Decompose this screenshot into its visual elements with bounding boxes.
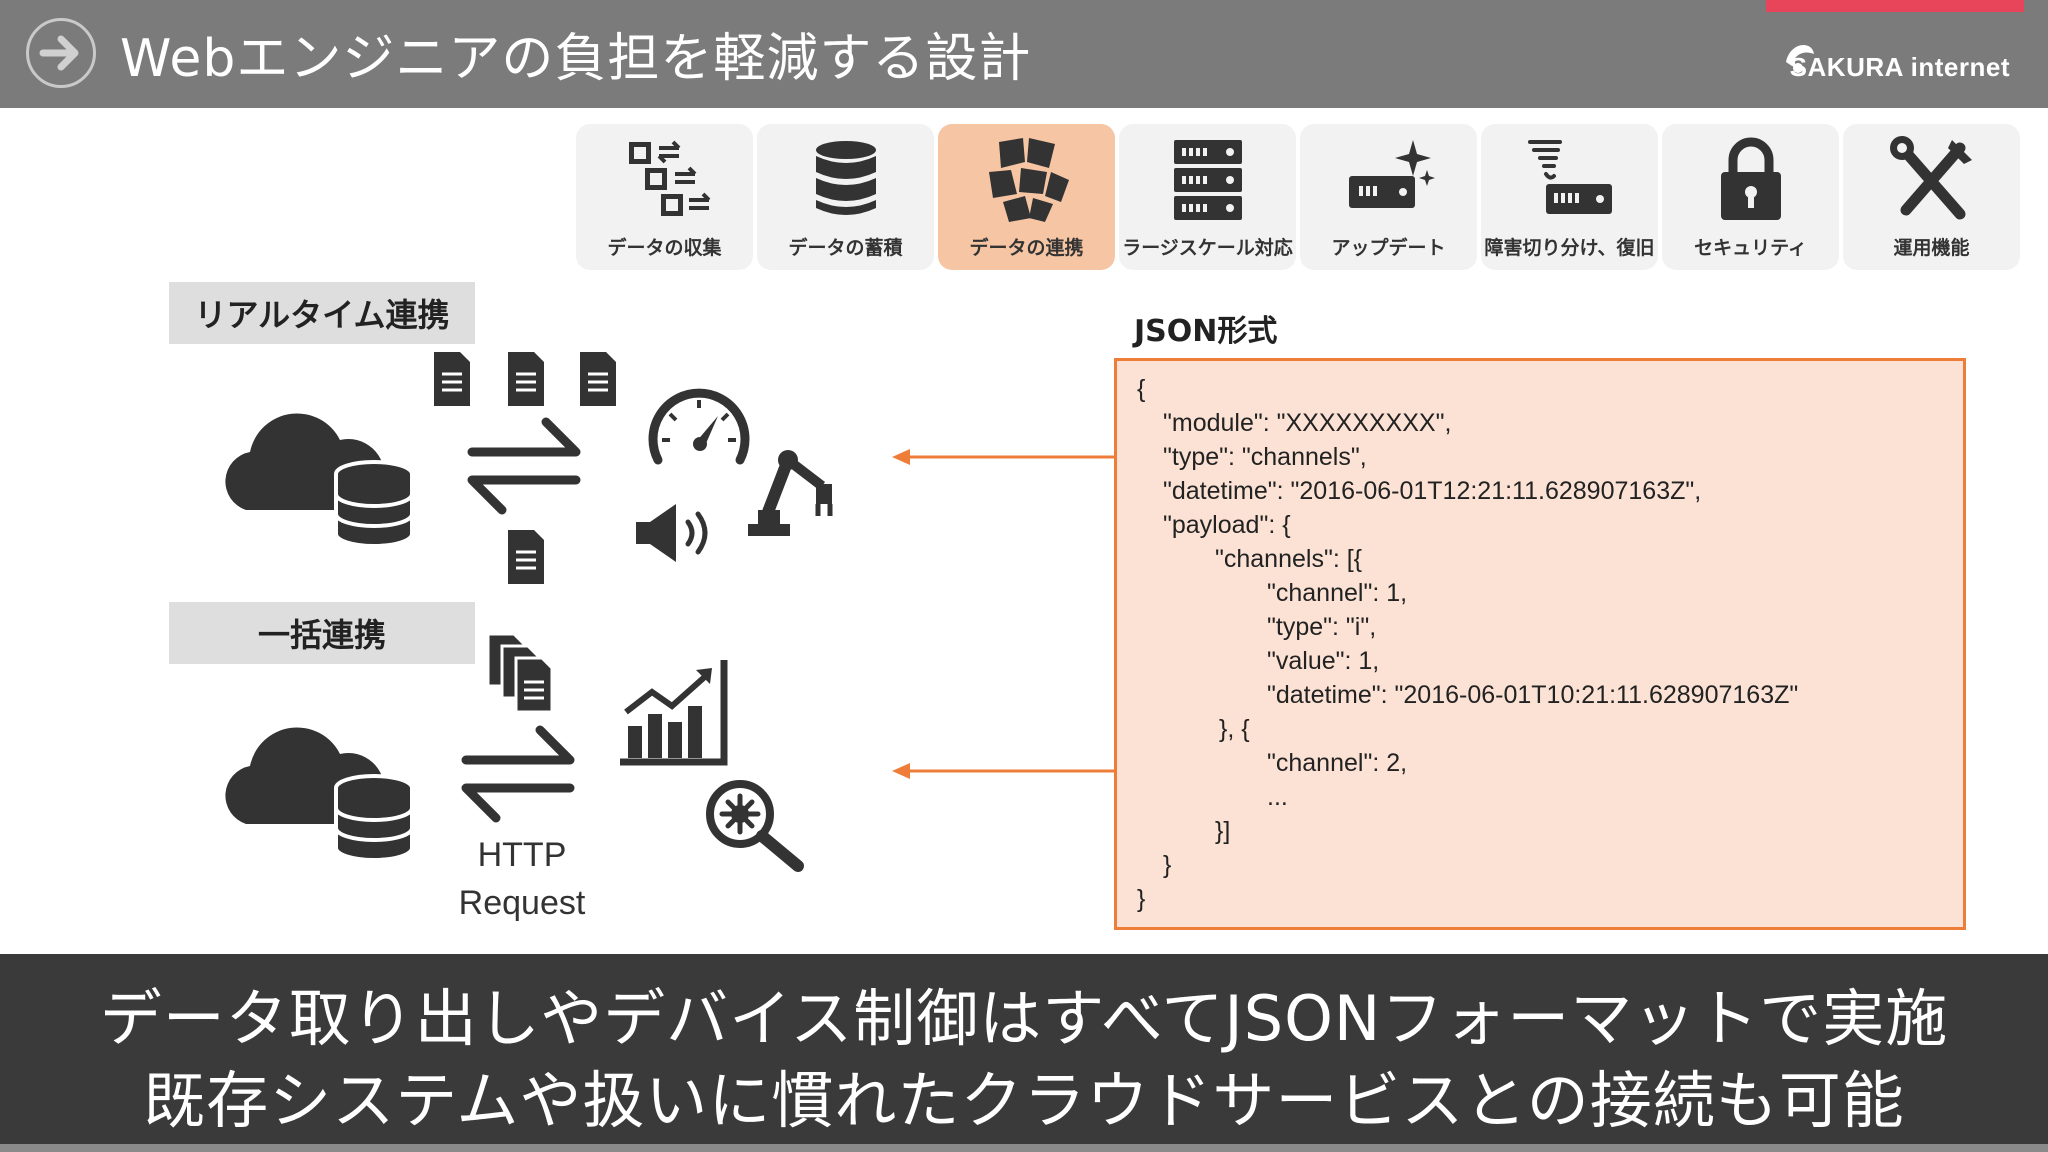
json-line: "module": "XXXXXXXXX", xyxy=(1163,409,1452,437)
gauge-icon xyxy=(648,388,750,465)
subtitle-caption: データ取り出しやデバイス制御はすべてJSONフォーマットで実施 既存システムや扱… xyxy=(0,954,2048,1144)
brand-name: SAKURA internet xyxy=(1789,52,2010,82)
speaker-icon xyxy=(636,504,708,562)
json-line: "type": "channels", xyxy=(1163,443,1367,471)
tab-troubleshoot[interactable]: 障害切り分け、復旧 xyxy=(1481,124,1658,270)
json-line: { xyxy=(1137,375,1146,403)
realtime-section-label: リアルタイム連携 xyxy=(169,282,475,344)
exchange-arrows-icon xyxy=(461,725,575,823)
robot-arm-icon xyxy=(748,450,833,536)
header-accent-bar xyxy=(1766,0,2024,12)
documents-stack-icon xyxy=(486,632,554,714)
tab-data-integration[interactable]: データの連携 xyxy=(938,124,1115,270)
json-line: } xyxy=(1137,885,1146,913)
tab-large-scale[interactable]: ラージスケール対応 xyxy=(1119,124,1296,270)
tab-security[interactable]: セキュリティ xyxy=(1662,124,1839,270)
growth-chart-icon xyxy=(620,660,728,766)
tab-label: セキュリティ xyxy=(1694,237,1807,259)
cloud-database-icon xyxy=(225,727,414,862)
http-label: HTTP xyxy=(477,836,567,874)
caption-line-1: データ取り出しやデバイス制御はすべてJSONフォーマットで実施 xyxy=(99,982,1949,1055)
caption-line-2: 既存システムや扱いに慣れたクラウドサービスとの接続も可能 xyxy=(143,1064,1905,1137)
slide-header: Webエンジニアの負担を軽減する設計 SAKURA internet xyxy=(0,0,2048,108)
json-example-box: { "module": "XXXXXXXXX", "type": "channe… xyxy=(1114,358,1966,930)
arrow-right-icon xyxy=(39,35,79,71)
magnifier-bug-icon xyxy=(706,780,804,872)
puzzle-icon xyxy=(988,138,1069,222)
tools-icon xyxy=(1889,136,1972,220)
chip-collect-icon xyxy=(628,140,710,216)
tab-label: ラージスケール対応 xyxy=(1122,237,1293,259)
page-title: Webエンジニアの負担を軽減する設計 xyxy=(120,29,1032,89)
json-line: "channel": 2, xyxy=(1267,749,1408,777)
json-line: "datetime": "2016-06-01T10:21:11.6289071… xyxy=(1267,681,1799,709)
json-line: } xyxy=(1163,851,1172,879)
json-format-title: JSON形式 xyxy=(1134,314,1278,349)
json-line: "channel": 1, xyxy=(1267,579,1408,607)
tab-update[interactable]: アップデート xyxy=(1300,124,1477,270)
device-sparkle-icon xyxy=(1348,140,1435,208)
json-line: "datetime": "2016-06-01T12:21:11.6289071… xyxy=(1163,477,1702,505)
tab-label: 障害切り分け、復旧 xyxy=(1484,237,1655,259)
lock-icon xyxy=(1720,137,1781,220)
json-line: ... xyxy=(1267,783,1288,811)
feature-tabs: データの収集 データの蓄積 データの連携 xyxy=(576,124,2020,270)
tab-label: データの収集 xyxy=(607,237,722,259)
cloud-database-icon xyxy=(225,413,414,548)
batch-section-label: 一括連携 xyxy=(169,602,475,664)
exchange-arrows-icon xyxy=(467,417,581,515)
json-line: }] xyxy=(1215,817,1231,845)
json-line: "payload": { xyxy=(1163,511,1291,539)
tab-label: データの蓄積 xyxy=(788,237,903,259)
tab-data-collection[interactable]: データの収集 xyxy=(576,124,753,270)
document-icon xyxy=(434,352,470,406)
tab-operations[interactable]: 運用機能 xyxy=(1843,124,2020,270)
json-line: "type": "i", xyxy=(1267,613,1377,641)
arrow-left-icon xyxy=(892,449,1114,465)
document-icon xyxy=(508,530,544,584)
sakura-logo-icon xyxy=(1786,44,1814,73)
arrow-left-icon xyxy=(892,763,1114,779)
document-icon xyxy=(508,352,544,406)
tab-label: アップデート xyxy=(1331,237,1446,259)
tab-label: データの連携 xyxy=(969,237,1084,259)
tab-label: 運用機能 xyxy=(1893,237,1970,259)
back-button[interactable] xyxy=(26,18,96,88)
request-label: Request xyxy=(458,884,586,922)
json-line: }, { xyxy=(1219,715,1250,743)
device-tornado-icon xyxy=(1527,140,1612,214)
database-icon xyxy=(815,141,876,215)
json-line: "channels": [{ xyxy=(1215,545,1363,573)
bottom-strip xyxy=(0,1144,2048,1152)
document-icon xyxy=(580,352,616,406)
json-line: "value": 1, xyxy=(1267,647,1380,675)
server-rack-icon xyxy=(1173,140,1242,220)
tab-data-storage[interactable]: データの蓄積 xyxy=(757,124,934,270)
